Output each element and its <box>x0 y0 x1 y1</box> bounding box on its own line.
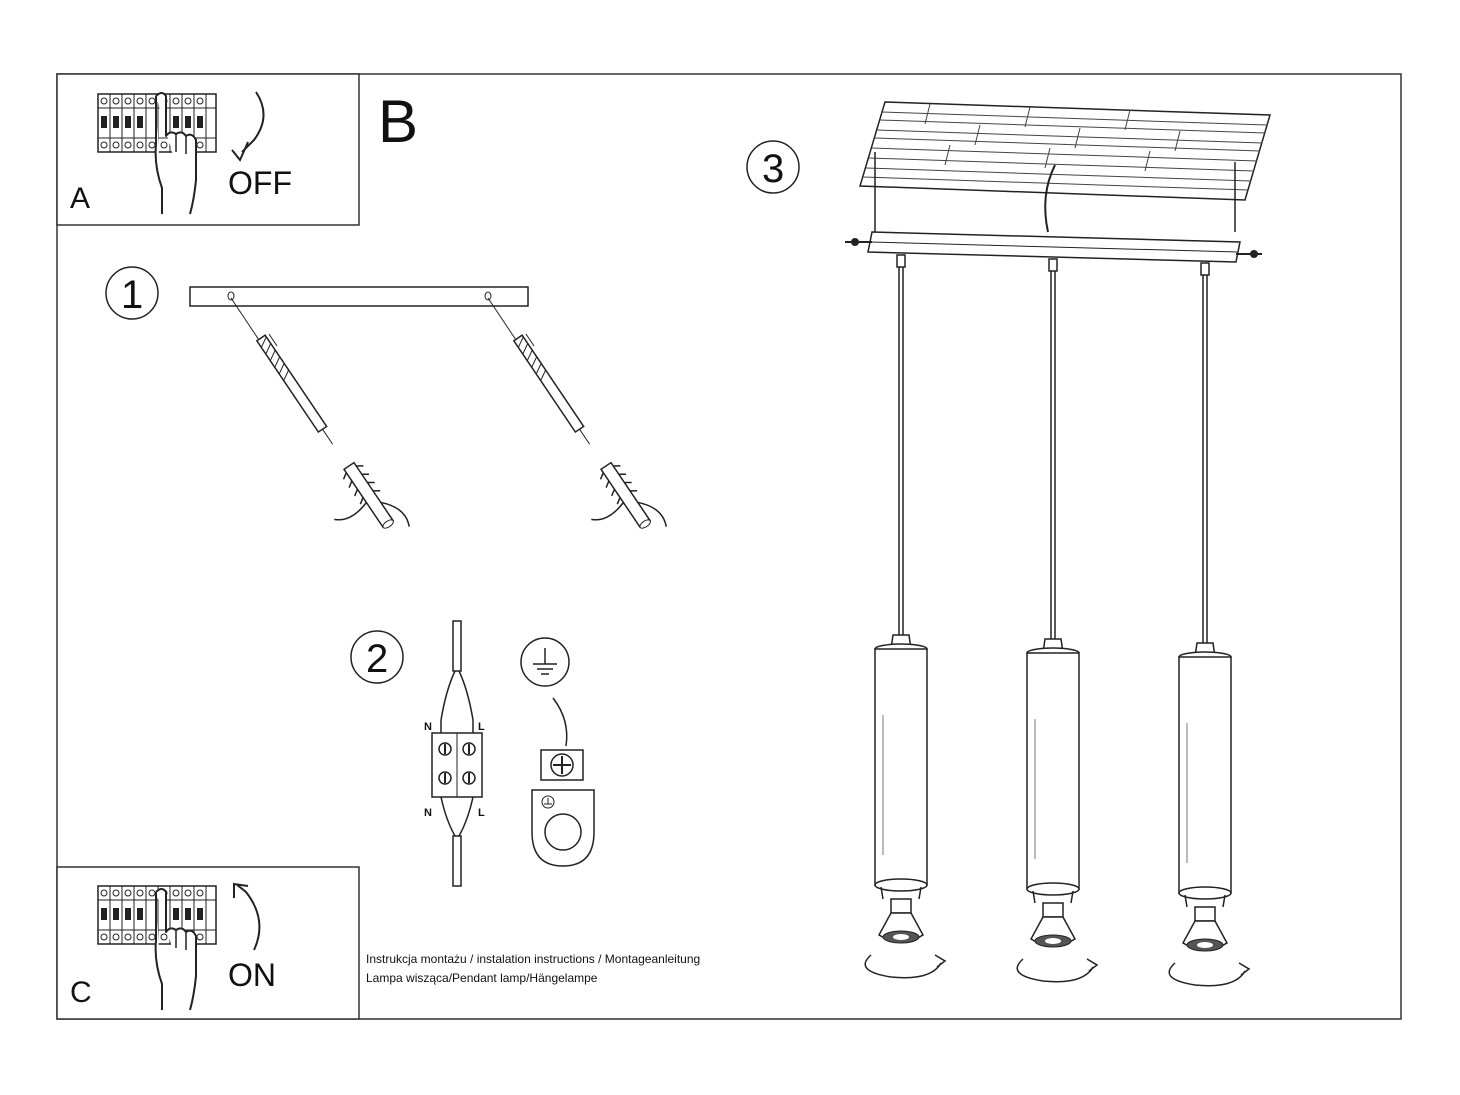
ground-connection <box>520 637 595 867</box>
panel-b-letter: B <box>378 88 418 155</box>
screw-anchor-left <box>230 297 413 560</box>
step-3: 3 <box>746 101 1271 987</box>
step-3-number: 3 <box>762 147 784 191</box>
panel-c-action: ON <box>228 957 276 993</box>
label-live-top: L <box>478 721 485 733</box>
step-2-number: 2 <box>366 637 388 681</box>
canopy-rail <box>845 231 1262 263</box>
curved-arrow-down-icon <box>231 91 265 162</box>
label-neutral-top: N <box>424 721 432 733</box>
step-1: 1 <box>105 266 670 560</box>
pendant-lamp-1 <box>864 254 946 979</box>
panel-a-letter: A <box>70 182 90 215</box>
sheet-border <box>56 73 1402 1020</box>
mounting-bracket <box>189 286 529 307</box>
curved-arrow-up-icon <box>233 882 261 951</box>
terminal-block: N L N L <box>424 620 485 887</box>
panel-a: A OFF <box>56 73 360 226</box>
panel-a-action: OFF <box>228 165 292 201</box>
bracket-hole-left <box>227 291 235 301</box>
label-live-bottom: L <box>478 807 485 819</box>
caption-line-2: Lampa wisząca/Pendant lamp/Hängelampe <box>366 971 598 985</box>
panel-c: C ON <box>56 866 360 1020</box>
panel-c-letter: C <box>70 976 92 1009</box>
screw-anchor-right <box>487 297 670 560</box>
bracket-hole-right <box>484 291 492 301</box>
step-2-badge <box>350 630 404 684</box>
step-1-badge <box>105 266 159 320</box>
pendant-lamp-3 <box>1168 262 1250 987</box>
ceiling-plate <box>859 101 1271 233</box>
caption-line-1: Instrukcja montażu / instalation instruc… <box>366 952 700 966</box>
step-1-number: 1 <box>121 273 143 317</box>
pendant-lamp-2 <box>1016 258 1098 983</box>
label-neutral-bottom: N <box>424 807 432 819</box>
step-2: 2 N L N L <box>350 620 595 887</box>
step-3-badge <box>746 140 800 194</box>
